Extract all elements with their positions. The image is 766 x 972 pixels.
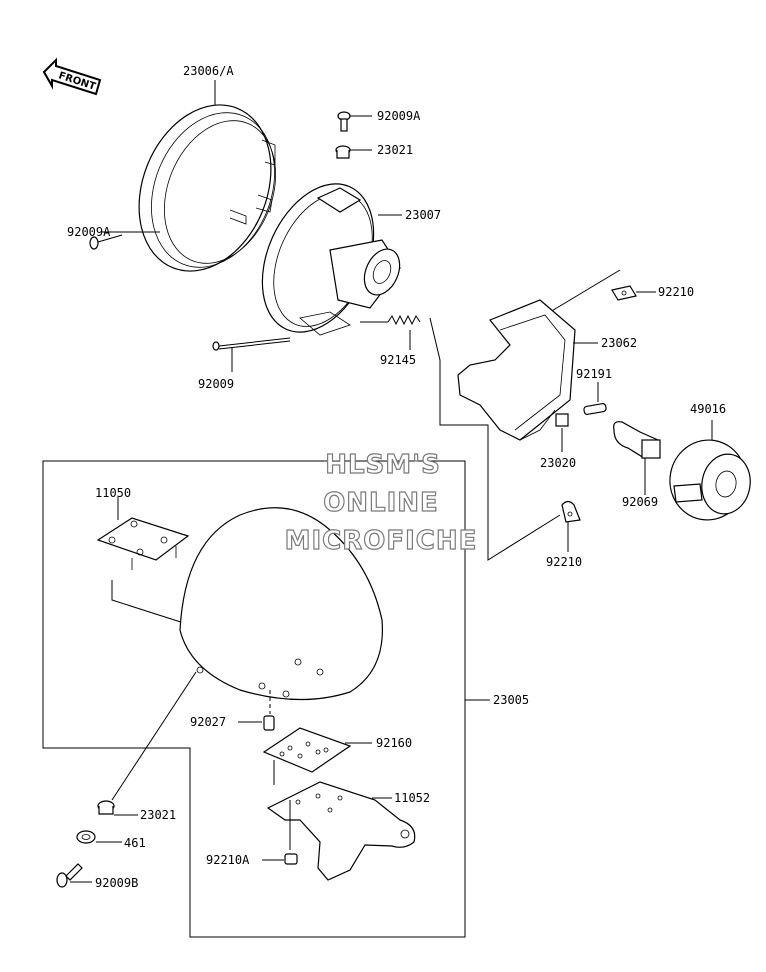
part-number-11052: 11052 xyxy=(394,791,430,805)
part-number-23021-bottom: 23021 xyxy=(140,808,176,822)
mounting-bracket-11052 xyxy=(266,781,416,881)
damper-plate-92160 xyxy=(262,727,352,773)
bulb-holder-bracket xyxy=(457,299,576,441)
washer-461 xyxy=(76,830,96,844)
part-number-23005: 23005 xyxy=(493,693,529,707)
front-arrow-icon: FRONT xyxy=(42,57,102,96)
part-number-92191: 92191 xyxy=(576,367,612,381)
rubber-boot-49016 xyxy=(669,439,751,521)
plate-11050 xyxy=(96,517,190,570)
pin-92191 xyxy=(583,403,607,415)
grommet-23021-bottom xyxy=(97,800,115,815)
bracket-group-outline xyxy=(439,360,561,561)
leader-line xyxy=(111,671,197,801)
part-number-92009b: 92009B xyxy=(95,876,138,890)
headlight-housing xyxy=(261,183,401,336)
part-number-23021-top: 23021 xyxy=(377,143,413,157)
part-number-23020: 23020 xyxy=(540,456,576,470)
watermark-line-1: HLSM'S xyxy=(325,450,441,480)
spring-92145 xyxy=(360,314,421,326)
watermark-line-2: ONLINE xyxy=(323,488,439,518)
part-number-92210-mid: 92210 xyxy=(546,555,582,569)
leader-line xyxy=(429,317,441,361)
part-number-92069: 92069 xyxy=(622,495,658,509)
watermark-line-3: MICROFICHE xyxy=(285,526,478,556)
part-number-23006a: 23006/A xyxy=(183,64,234,78)
bolt-92009 xyxy=(212,337,291,351)
screw-92009b xyxy=(56,863,83,888)
screw-92009a-top xyxy=(337,111,351,132)
bulb-92069 xyxy=(613,421,661,459)
part-number-11050: 11050 xyxy=(95,486,131,500)
part-number-92210-top: 92210 xyxy=(658,285,694,299)
nut-92210a xyxy=(284,853,298,865)
part-number-23062: 23062 xyxy=(601,336,637,350)
part-number-92160: 92160 xyxy=(376,736,412,750)
part-number-92009a-left: 92009A xyxy=(67,225,111,239)
screw-92009a-left xyxy=(89,234,123,250)
clip-92210-top xyxy=(611,285,637,301)
watermark: HLSM'S ONLINE MICROFICHE xyxy=(284,449,478,556)
leader-line xyxy=(111,580,191,626)
part-number-92027: 92027 xyxy=(190,715,226,729)
part-number-92009: 92009 xyxy=(198,377,234,391)
spacer-92027 xyxy=(263,715,275,731)
headlight-rim xyxy=(138,104,277,272)
grommet-23021-top xyxy=(335,145,351,159)
assembly-outline xyxy=(42,460,466,938)
headlight-shell-23005 xyxy=(179,507,383,701)
part-number-49016: 49016 xyxy=(690,402,726,416)
connector-23020 xyxy=(555,413,569,427)
part-number-92210a: 92210A xyxy=(206,853,250,867)
part-number-461: 461 xyxy=(124,836,146,850)
clip-92210-mid xyxy=(561,500,581,523)
part-number-23007: 23007 xyxy=(405,208,441,222)
part-number-92009a-top: 92009A xyxy=(377,109,421,123)
part-number-92145: 92145 xyxy=(380,353,416,367)
